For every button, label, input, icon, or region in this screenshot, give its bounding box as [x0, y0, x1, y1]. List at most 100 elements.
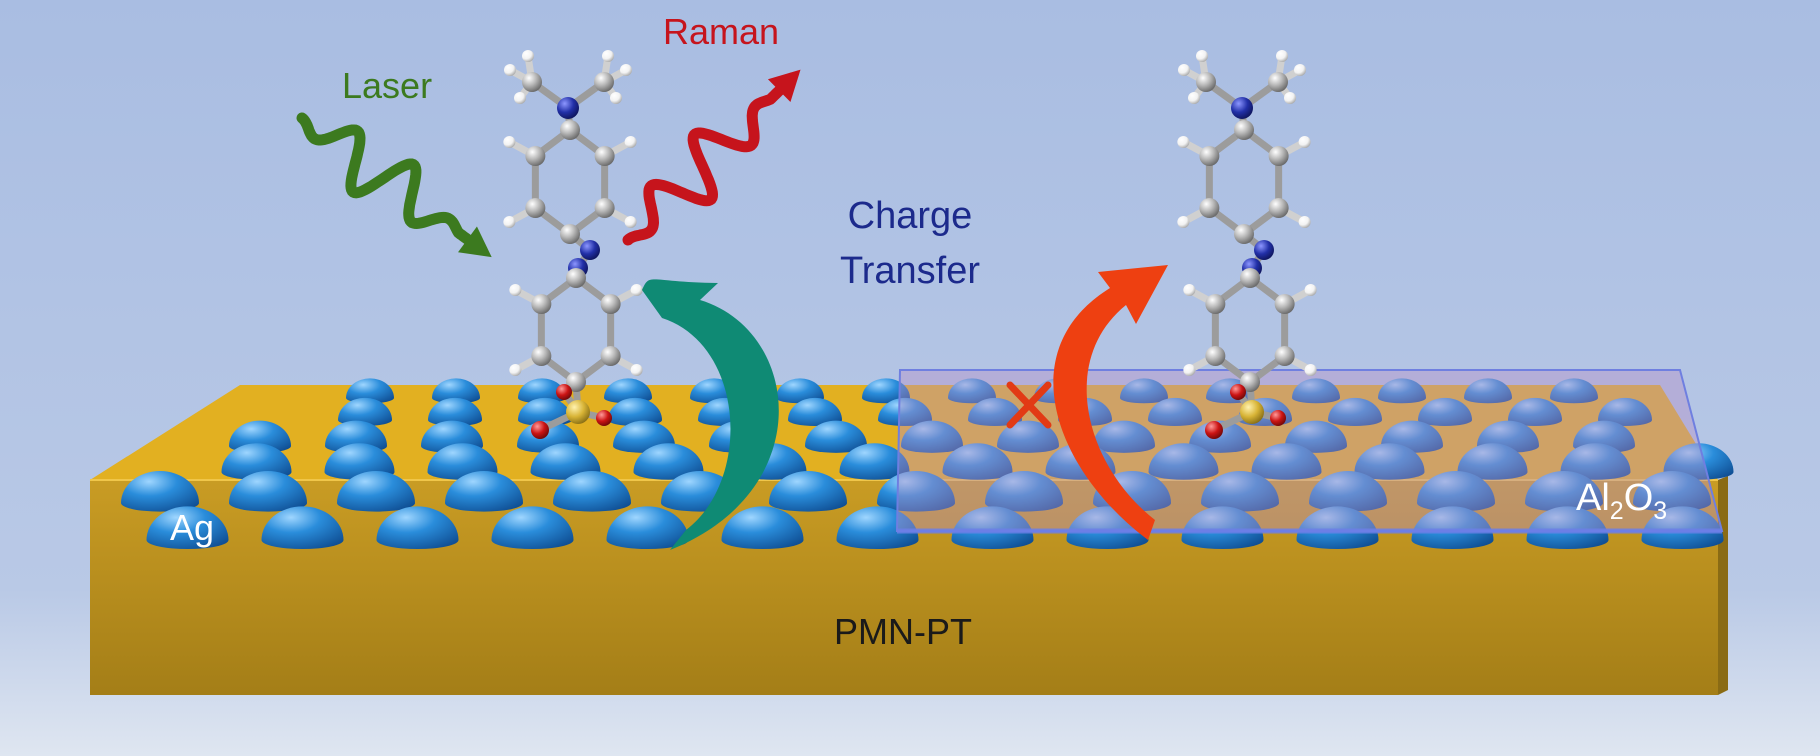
silver-nanoparticle — [1292, 378, 1340, 404]
silver-nanoparticle — [1120, 378, 1168, 404]
atom — [580, 240, 600, 260]
atom — [1240, 268, 1260, 288]
silver-nanoparticle — [1296, 506, 1379, 550]
atom — [1270, 410, 1286, 426]
silver-nanoparticle — [324, 443, 395, 480]
silver-nanoparticle — [633, 443, 704, 480]
atom — [1234, 224, 1254, 244]
raman-wave-icon — [622, 69, 801, 246]
silver-nanoparticle — [1251, 443, 1322, 480]
silver-nanoparticle — [877, 471, 955, 512]
silver-nanoparticle — [518, 378, 566, 404]
pmn-pt-label: PMN-PT — [834, 611, 972, 652]
atom — [566, 372, 586, 392]
atom — [624, 216, 637, 228]
atom — [610, 92, 622, 104]
silver-nanoparticle — [948, 378, 996, 404]
silver-nanoparticle — [221, 443, 292, 480]
laser-label: Laser — [342, 65, 432, 106]
silver-nanoparticle — [776, 378, 824, 404]
silver-nanoparticle — [1354, 443, 1425, 480]
atom — [1304, 284, 1317, 296]
atom — [566, 400, 590, 424]
atom — [522, 50, 534, 62]
ag-label: Ag — [170, 507, 214, 548]
atom — [620, 64, 632, 76]
silver-nanoparticle — [604, 378, 652, 404]
silver-nanoparticle — [1633, 471, 1711, 512]
silver-nanoparticle — [805, 420, 867, 453]
atom — [503, 136, 516, 148]
silver-nanoparticle — [325, 420, 387, 453]
atom — [602, 50, 614, 62]
laser-wave-icon — [296, 112, 492, 258]
silver-nanoparticle — [862, 378, 910, 404]
atom — [531, 421, 549, 439]
atom — [1205, 421, 1223, 439]
atom — [522, 72, 542, 92]
atom — [1199, 198, 1220, 218]
atom — [531, 346, 552, 366]
atom — [1205, 346, 1226, 366]
atom — [1230, 384, 1246, 400]
charge-transfer-arrow-icon — [642, 279, 779, 550]
atom — [1199, 146, 1220, 166]
silver-nanoparticle — [788, 397, 842, 426]
atom — [525, 146, 546, 166]
atom — [1298, 216, 1311, 228]
silver-nanoparticle — [985, 471, 1063, 512]
atom — [1268, 198, 1289, 218]
silver-nanoparticle — [1526, 506, 1609, 550]
atom — [624, 136, 637, 148]
atom — [1177, 216, 1190, 228]
silver-nanoparticle — [530, 443, 601, 480]
atom — [531, 294, 552, 314]
silver-nanoparticle — [1550, 378, 1598, 404]
silver-nanoparticle — [427, 443, 498, 480]
silver-nanoparticle — [1464, 378, 1512, 404]
silver-nanoparticle — [1285, 420, 1347, 453]
atom — [509, 364, 522, 376]
atom — [560, 224, 580, 244]
atom — [503, 216, 516, 228]
atom — [560, 120, 580, 140]
silver-nanoparticle — [1309, 471, 1387, 512]
atom — [600, 294, 621, 314]
silver-nanoparticle — [229, 420, 291, 453]
atom — [514, 92, 526, 104]
atom — [1240, 372, 1260, 392]
silver-nanoparticle — [1418, 397, 1472, 426]
atom — [1188, 92, 1200, 104]
atom — [594, 146, 615, 166]
silver-nanoparticle — [1525, 471, 1603, 512]
silver-nanoparticle — [1201, 471, 1279, 512]
molecule-right — [1177, 50, 1317, 439]
silver-nanoparticle — [968, 397, 1022, 426]
silver-nanoparticle — [1181, 506, 1264, 550]
silver-nanoparticle — [261, 506, 344, 550]
silver-nanoparticle — [432, 378, 480, 404]
silver-nanoparticle — [1148, 443, 1219, 480]
silver-nanoparticle — [1663, 443, 1734, 480]
atom — [594, 72, 614, 92]
atom — [1274, 294, 1295, 314]
atom — [1268, 72, 1288, 92]
silver-nanoparticle — [1328, 397, 1382, 426]
atom — [1231, 97, 1253, 119]
atom — [1240, 400, 1264, 424]
silver-nanoparticle — [1378, 378, 1426, 404]
silver-nanoparticle — [445, 471, 523, 512]
atom — [1196, 72, 1216, 92]
atom — [1234, 120, 1254, 140]
alumina-label: Al2O3 — [1576, 477, 1667, 525]
silver-nanoparticle — [997, 420, 1059, 453]
silver-nanoparticle — [608, 397, 662, 426]
silver-nanoparticle — [942, 443, 1013, 480]
silver-nanoparticle — [346, 378, 394, 404]
atom — [566, 268, 586, 288]
atom — [1276, 50, 1288, 62]
silver-nanoparticle — [769, 471, 847, 512]
silver-nanoparticle — [1417, 471, 1495, 512]
silver-nanoparticle — [878, 397, 933, 426]
